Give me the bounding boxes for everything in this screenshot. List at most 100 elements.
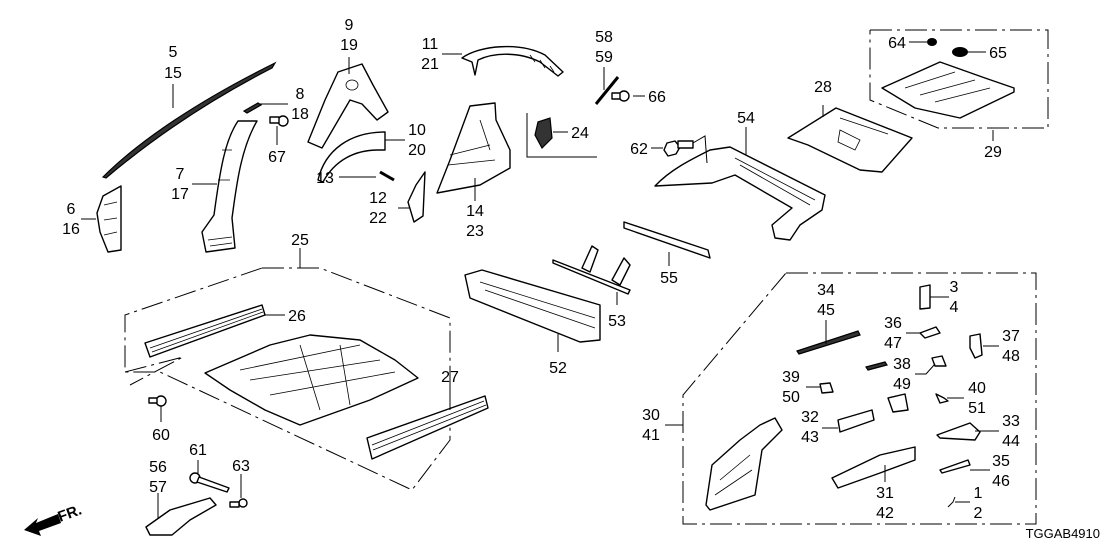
part-stud-bracket[interactable]	[594, 76, 620, 105]
part-rear-floor-panel[interactable]	[787, 107, 913, 173]
callout-33-44[interactable]: 33 44	[1002, 413, 1020, 450]
svg-text:32: 32	[801, 409, 819, 426]
callout-40-51[interactable]: 40 51	[968, 380, 986, 417]
callout-6-16[interactable]: 6 16	[62, 201, 80, 238]
parts	[96, 38, 1015, 536]
svg-text:52: 52	[549, 360, 567, 377]
part-plate-36-47[interactable]	[919, 326, 941, 339]
callout-26[interactable]: 26	[288, 308, 306, 325]
callout-65[interactable]: 65	[989, 45, 1007, 62]
svg-text:40: 40	[968, 380, 986, 397]
part-pin-13[interactable]	[379, 170, 395, 182]
callout-55[interactable]: 55	[660, 270, 678, 287]
part-bracket-3-4[interactable]	[919, 284, 931, 310]
part-center-pillar[interactable]	[201, 120, 258, 253]
callout-13[interactable]: 13	[316, 170, 334, 187]
callout-10-20[interactable]: 10 20	[408, 122, 426, 159]
part-side-frame[interactable]	[831, 446, 916, 489]
part-mount-bracket[interactable]	[145, 497, 217, 536]
part-front-side-frame[interactable]	[705, 417, 783, 511]
callout-53[interactable]: 53	[608, 313, 626, 330]
callout-32-43[interactable]: 32 43	[801, 409, 819, 446]
part-plug-65[interactable]	[952, 47, 968, 57]
part-rear-pillar[interactable]	[307, 63, 389, 149]
part-small-bracket[interactable]	[242, 102, 263, 114]
callout-52[interactable]: 52	[549, 360, 567, 377]
part-bolt-66[interactable]	[611, 90, 630, 102]
part-upper-frame[interactable]	[461, 45, 564, 77]
callout-8-18[interactable]: 8 18	[291, 86, 309, 123]
callout-54[interactable]: 54	[737, 110, 755, 127]
callout-30-41[interactable]: 30 41	[642, 407, 660, 444]
svg-text:35: 35	[992, 453, 1010, 470]
svg-text:53: 53	[608, 313, 626, 330]
callout-35-46[interactable]: 35 46	[992, 453, 1010, 490]
part-nut-bolt[interactable]	[229, 498, 248, 508]
part-bolt-67[interactable]	[269, 115, 289, 127]
part-wheelhouse-inner[interactable]	[436, 102, 511, 194]
arrow-left-icon	[24, 514, 61, 536]
part-gusset-plate[interactable]	[969, 333, 983, 359]
callout-67[interactable]: 67	[268, 149, 286, 166]
svg-text:3: 3	[950, 279, 959, 296]
part-side-sill-right[interactable]	[366, 395, 489, 460]
part-rear-crossmember[interactable]	[654, 146, 826, 241]
callout-58-59[interactable]: 58 59	[595, 29, 613, 66]
svg-text:25: 25	[291, 232, 309, 249]
part-middle-crossmember[interactable]	[552, 245, 631, 295]
part-reinforcement-strip[interactable]	[796, 330, 861, 355]
callout-66[interactable]: 66	[648, 89, 666, 106]
part-flange-bolt[interactable]	[663, 140, 694, 157]
callout-56-57[interactable]: 56 57	[149, 459, 167, 496]
callout-37-48[interactable]: 37 48	[1002, 328, 1020, 365]
part-side-sill-left[interactable]	[144, 304, 266, 358]
svg-text:7: 7	[176, 166, 185, 183]
callout-31-42[interactable]: 31 42	[876, 485, 894, 522]
callout-9-19[interactable]: 9 19	[340, 17, 358, 54]
callout-34-45[interactable]: 34 45	[817, 282, 835, 319]
part-hook[interactable]	[947, 496, 956, 508]
callout-39-50[interactable]: 39 50	[782, 369, 800, 406]
callout-60[interactable]: 60	[152, 427, 170, 444]
svg-text:6: 6	[67, 201, 76, 218]
part-rear-bracket[interactable]	[407, 171, 426, 223]
callout-63[interactable]: 63	[232, 458, 250, 475]
callout-3-4[interactable]: 3 4	[950, 279, 959, 316]
callout-1-2[interactable]: 1 2	[974, 485, 983, 522]
callout-36-47[interactable]: 36 47	[884, 315, 902, 352]
part-clip-39-50[interactable]	[819, 382, 834, 394]
part-extension[interactable]	[939, 459, 971, 474]
part-clip-49[interactable]	[931, 355, 947, 367]
callout-28[interactable]: 28	[814, 79, 832, 96]
callout-61[interactable]: 61	[189, 442, 207, 459]
part-rear-floor-pan[interactable]	[881, 61, 1015, 119]
part-patch-38-49[interactable]	[865, 361, 888, 371]
callout-64[interactable]: 64	[888, 35, 906, 52]
callout-11-21[interactable]: 11 21	[421, 36, 439, 73]
callout-24[interactable]: 24	[571, 125, 589, 142]
callout-38-49[interactable]: 38 49	[893, 356, 911, 393]
part-clip-center[interactable]	[887, 393, 909, 413]
part-outrigger[interactable]	[936, 422, 981, 441]
part-roof-rail[interactable]	[101, 61, 277, 179]
part-plug-64[interactable]	[927, 38, 937, 46]
part-front-floor[interactable]	[204, 334, 419, 426]
callout-7-17[interactable]: 7 17	[171, 166, 189, 203]
callout-27[interactable]: 27	[441, 369, 459, 386]
part-hook-bracket[interactable]	[935, 393, 949, 404]
part-frame-stiffener[interactable]	[837, 409, 875, 433]
callout-5-15[interactable]: 5 15	[164, 44, 182, 82]
svg-text:57: 57	[149, 479, 167, 496]
callout-25[interactable]: 25	[291, 232, 309, 249]
part-seat-crossmember[interactable]	[623, 221, 711, 259]
svg-text:61: 61	[189, 442, 207, 459]
part-long-bolt[interactable]	[189, 472, 230, 493]
part-gusset[interactable]	[534, 117, 553, 149]
part-wheel-arch[interactable]	[317, 131, 386, 183]
callout-62[interactable]: 62	[630, 141, 648, 158]
callout-12-22[interactable]: 12 22	[369, 190, 387, 227]
callout-29[interactable]: 29	[984, 144, 1002, 161]
part-bolt-60[interactable]	[148, 395, 167, 407]
callout-14-23[interactable]: 14 23	[466, 203, 484, 240]
